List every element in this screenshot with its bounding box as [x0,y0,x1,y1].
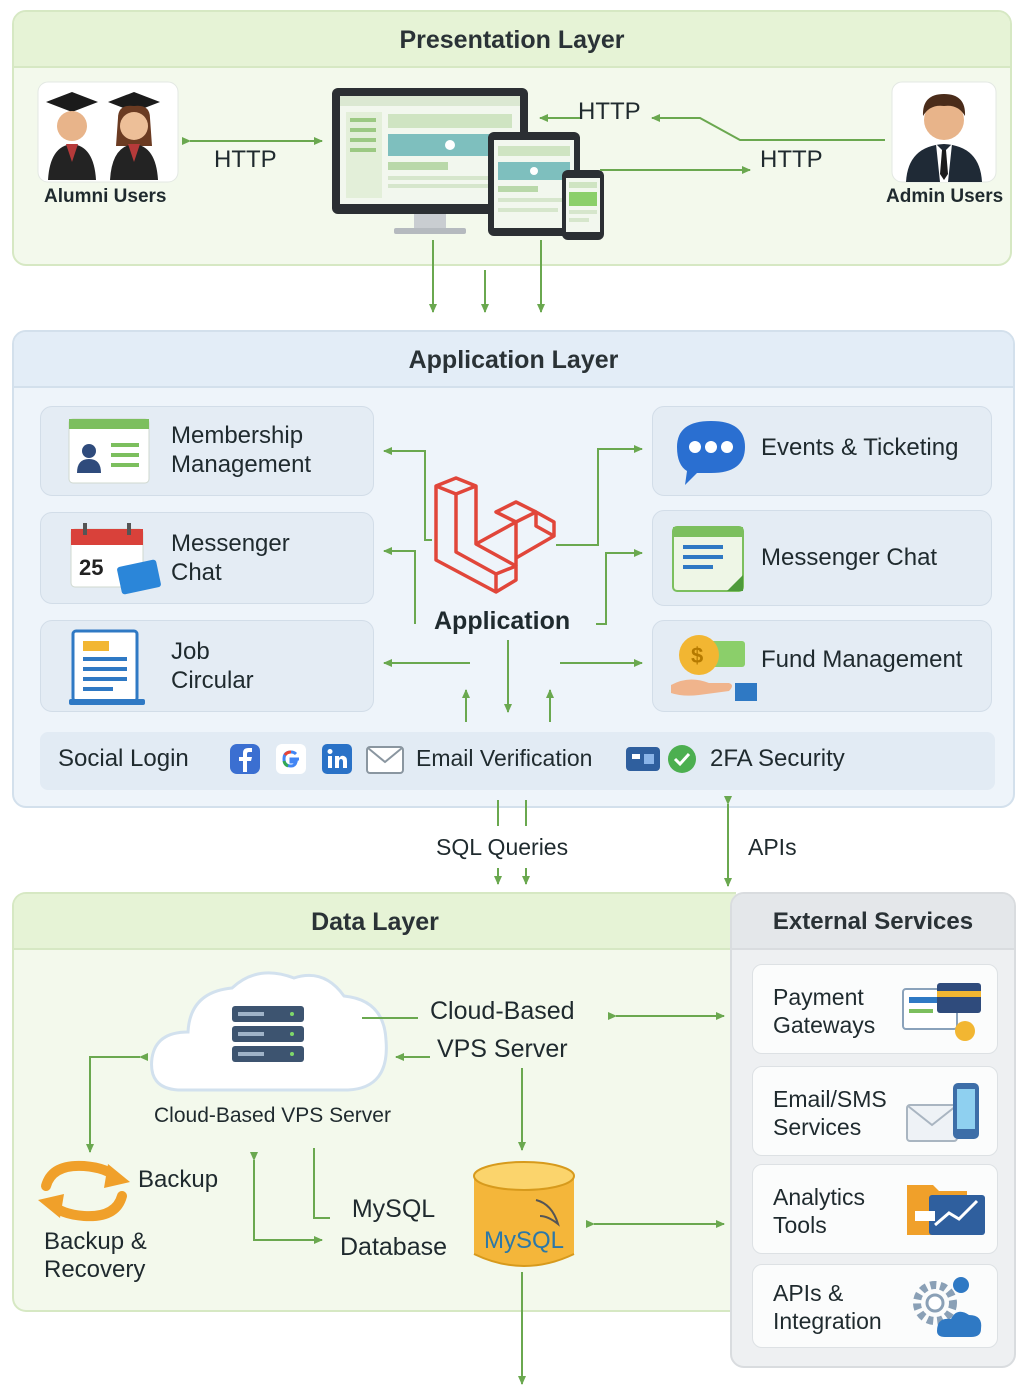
email-sms-icon [906,1083,979,1142]
backup-label: Backup [138,1166,219,1193]
vps-server-title: Cloud-Based VPS Server [430,997,575,1063]
apis-integration-label: APIs & Integration [773,1280,882,1334]
svg-text:$: $ [691,643,703,668]
email-sms-label: Email/SMS Services [773,1086,887,1140]
fund-management-label: Fund Management [761,646,963,673]
external-services-header: External Services [732,894,1014,950]
money-hand-icon: $ [671,635,757,701]
membership-management-card: Membership Management [40,406,374,496]
application-title: Application Layer [408,346,619,374]
admin-users-icon [891,81,997,183]
sql-queries-label: SQL Queries [436,834,569,860]
laravel-logo-icon [434,476,556,594]
mysql-database-icon: MySQL [473,1161,575,1267]
application-header: Application Layer [14,332,1013,388]
mysql-logo-text: MySQL [484,1227,564,1254]
events-ticketing-label: Events & Ticketing [761,434,959,461]
alumni-users-label: Alumni Users [44,186,167,207]
cloud-server-icon [150,971,388,1092]
http-label-left: HTTP [214,146,277,173]
facebook-icon[interactable] [230,744,260,774]
analytics-icon [907,1185,985,1235]
apis-integration-card: APIs & Integration [752,1264,998,1348]
apis-label: APIs [748,834,797,860]
vps-caption: Cloud-Based VPS Server [154,1104,391,1127]
linkedin-icon[interactable] [322,744,352,774]
analytics-tools-card: Analytics Tools [752,1164,998,1254]
presentation-header: Presentation Layer [14,12,1010,68]
data-layer-title: Data Layer [311,908,439,936]
member-card-icon [68,418,150,484]
analytics-tools-label: Analytics Tools [773,1184,866,1238]
fund-management-card: $ Fund Management [652,620,992,712]
backup-recovery-label: Backup & Recovery [44,1228,147,1283]
gears-icon [913,1277,982,1337]
twofa-security-label: 2FA Security [710,745,845,772]
presentation-title: Presentation Layer [399,26,625,54]
devices-icon [332,88,604,240]
backup-sync-icon [38,1160,130,1222]
membership-management-label: Membership Management [171,422,312,478]
mail-icon [366,746,404,774]
job-circular-card: Job Circular [40,620,374,712]
messenger-chat-card-left: 25 Messenger Chat [40,512,374,604]
chat-bubble-icon [677,421,745,485]
messenger-chat-label-left: Messenger Chat [171,530,290,586]
mysql-database-label: MySQL Database [340,1195,448,1261]
messenger-chat-label-right: Messenger Chat [761,544,938,571]
data-layer: Data Layer [12,892,736,1312]
job-circular-label: Job Circular [171,638,254,694]
http-label-top: HTTP [578,98,641,125]
alumni-users-icon [37,81,179,183]
google-icon[interactable] [276,744,306,774]
http-label-right: HTTP [760,146,823,173]
email-sms-card: Email/SMS Services [752,1066,998,1156]
email-verification-label: Email Verification [416,745,593,771]
messenger-chat-card-right: Messenger Chat [652,510,992,606]
social-login-bar [40,732,995,790]
notepad-icon [672,526,744,592]
admin-users-label: Admin Users [886,186,1004,207]
payment-gateways-label: Payment Gateways [773,984,876,1038]
social-login-label: Social Login [58,745,189,772]
two-factor-icon [626,745,696,773]
payment-gateways-card: Payment Gateways [752,964,998,1054]
application-core-label: Application [434,607,571,635]
events-ticketing-card: Events & Ticketing [652,406,992,496]
calendar-day: 25 [79,555,103,580]
data-layer-header: Data Layer [14,894,736,950]
job-document-icon [69,629,145,705]
payment-icon [902,983,981,1041]
external-services-title: External Services [772,908,974,935]
calendar-icon: 25 [70,523,161,595]
